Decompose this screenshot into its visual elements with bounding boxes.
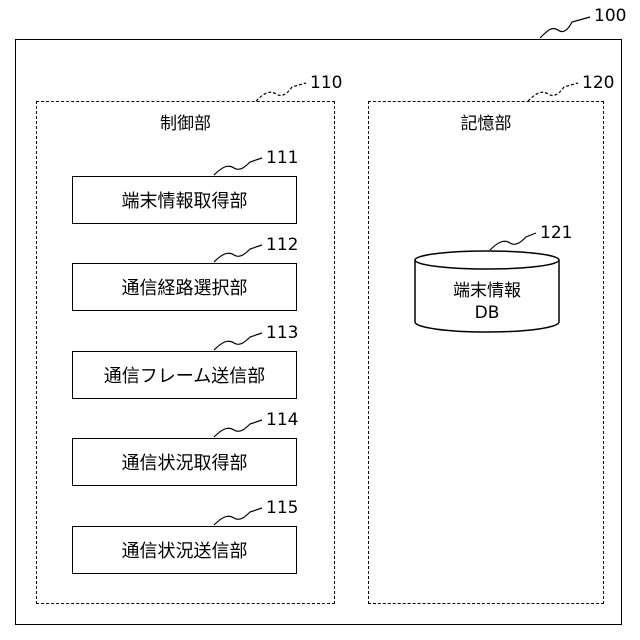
ref-115: 115 [266, 500, 298, 517]
ref-120: 120 [582, 75, 614, 92]
ref-112: 112 [266, 237, 298, 254]
communication-frame-transmission-unit: 通信フレーム送信部 [72, 351, 297, 399]
db-label-line2: DB [414, 302, 560, 324]
ref-114: 114 [266, 412, 298, 429]
ref-111: 111 [266, 150, 298, 167]
terminal-info-acquisition-unit: 端末情報取得部 [72, 176, 297, 224]
communication-status-acquisition-unit: 通信状況取得部 [72, 438, 297, 486]
storage-unit-title: 記憶部 [368, 116, 604, 133]
ref-113: 113 [266, 325, 298, 342]
component-label: 通信フレーム送信部 [104, 362, 265, 388]
component-label: 端末情報取得部 [122, 187, 248, 213]
component-label: 通信状況取得部 [122, 449, 248, 475]
component-label: 通信経路選択部 [122, 274, 248, 300]
communication-route-selection-unit: 通信経路選択部 [72, 263, 297, 311]
terminal-info-db-label: 端末情報 DB [414, 280, 560, 324]
communication-status-transmission-unit: 通信状況送信部 [72, 526, 297, 574]
component-label: 通信状況送信部 [122, 537, 248, 563]
storage-unit-frame [368, 101, 604, 604]
control-unit-title: 制御部 [36, 116, 335, 133]
ref-110: 110 [310, 75, 342, 92]
ref-100: 100 [594, 8, 626, 25]
leader-100 [540, 17, 590, 38]
db-label-line1: 端末情報 [414, 280, 560, 302]
ref-121: 121 [540, 225, 572, 242]
